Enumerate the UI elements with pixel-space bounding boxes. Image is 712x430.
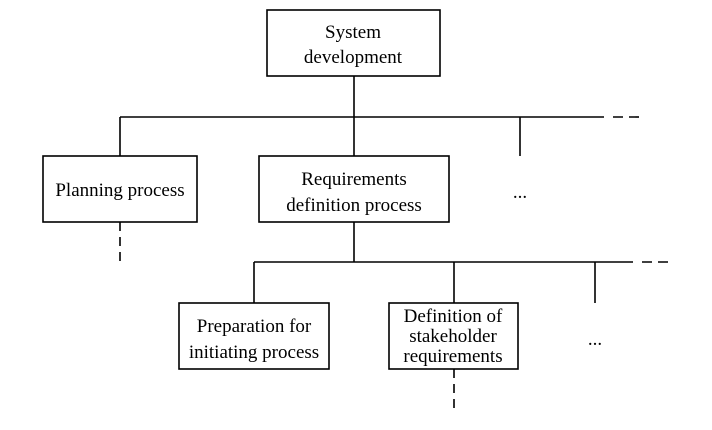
node-label-line: development (304, 47, 403, 68)
node-label-line: Preparation for (197, 316, 312, 337)
level1-more-ellipsis: ... (513, 182, 527, 203)
node-preparation-for-initiating-process: Preparation for initiating process (178, 302, 330, 370)
level2-more-ellipsis: ... (588, 329, 602, 350)
node-box (258, 155, 450, 223)
node-label-line: requirements (403, 346, 502, 367)
node-definition-of-stakeholder-requirements: Definition of stakeholder requirements (388, 302, 519, 370)
node-system-development: System development (266, 9, 441, 77)
node-label-line: Requirements (301, 169, 407, 190)
node-box (388, 302, 519, 370)
node-label-line: stakeholder (409, 326, 497, 347)
node-box (266, 9, 441, 77)
node-box (42, 155, 198, 223)
node-label-line: initiating process (189, 342, 319, 363)
node-label-line: Definition of (404, 306, 503, 327)
node-label-line: Planning process (55, 180, 184, 201)
node-label-line: System (325, 22, 381, 43)
node-label-line: definition process (286, 195, 422, 216)
node-planning-process: Planning process (42, 155, 198, 223)
node-box (178, 302, 330, 370)
node-requirements-definition-process: Requirements definition process (258, 155, 450, 223)
connectors (119, 76, 674, 412)
